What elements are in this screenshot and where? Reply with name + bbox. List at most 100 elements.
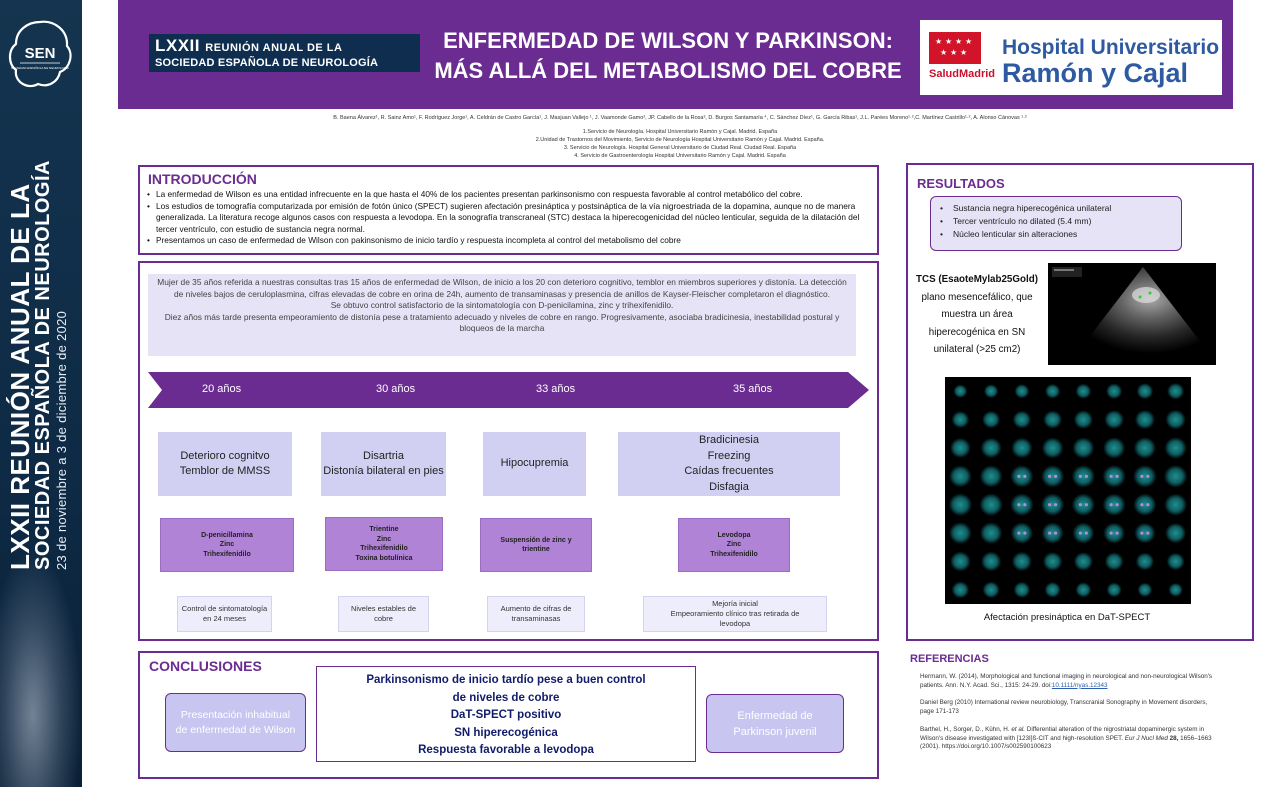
salud-madrid: SaludMadrid [929,68,996,80]
stage-line: Temblor de MMSS [179,465,271,477]
spect-uptake-spot [1054,503,1058,507]
spect-slice [1137,582,1153,598]
spect-uptake-spot [1140,474,1144,478]
intro-item: Los estudios de tomografía computarizada… [146,201,876,236]
spect-slice [979,522,1003,544]
conclusion-line: de niveles de cobre [452,691,560,704]
outcome-box: Control de sintomatología en 24 meses [177,596,272,632]
spect-uptake-spot [1054,531,1058,535]
hospital-logo: ★ ★ ★ ★ ★ ★ ★ SaludMadrid Hospital Unive… [920,20,1222,95]
finding-item: Tercer ventrículo no dilated (5.4 mm) [937,215,1175,228]
ref-journal: Eur J Nucl Med [1124,734,1168,742]
ref-text: Differential alteration of the nigrostri… [920,725,1205,742]
spect-slice [1103,522,1125,544]
treatment-line: Zinc [376,535,392,543]
treatment-line: Zinc [726,541,742,549]
spect-slice [1102,493,1126,516]
stage-line: Deterioro cognitvo [180,449,270,462]
spect-slice [1071,493,1095,516]
tcs-text: plano mesencefálico, que muestra un área… [921,291,1033,356]
spect-slice [1072,522,1095,544]
side-line1: LXXII REUNIÓN ANUAL DE LA [5,183,35,570]
logo-text: SEN [25,45,56,62]
spect-uptake-spot [1078,503,1082,507]
spect-slice [1103,437,1126,459]
tcs-bold: TCS (EsaoteMylab25Gold) [916,274,1038,285]
conclusion-line: SN hiperecogénica [454,726,558,739]
spect-slice [1073,552,1093,571]
stage-line: Disartria [363,449,404,462]
references-list: Hermann, W. (2014), Morphological and fu… [920,673,1220,761]
spect-slice [1133,437,1156,459]
intro-item: Presentamos un caso de enfermedad de Wil… [146,235,876,247]
spect-uptake-spot [1054,474,1058,478]
case-panel: Mujer de 35 años referida a nuestras con… [138,261,879,641]
spect-slice [1010,465,1034,488]
spect-uptake-spot [1109,503,1113,507]
stage-line: Bradicinesia [699,434,759,446]
treatment-line: Levodopa [717,531,751,539]
side-banner: SEN SOCIEDAD ESPAÑOLA DE NEUROLOGÍA LXXI… [0,0,82,787]
title-line1: ENFERMEDAD DE WILSON Y PARKINSON: [443,28,893,53]
spect-uptake-spot [1023,531,1027,535]
treatment-line: Suspensión de zinc y trientine [500,536,572,554]
spect-uptake-spot [1017,474,1021,478]
spect-slice [1042,551,1063,571]
side-vertical-text: LXXII REUNIÓN ANUAL DE LA SOCIEDAD ESPAÑ… [5,160,70,570]
side-line2: SOCIEDAD ESPAÑOLA DE NEUROLOGÍA [32,160,54,570]
affiliation: 1.Servicio de Neurología. Hospital Unive… [582,129,778,135]
spect-slice [1041,465,1065,488]
outcome-box: Niveles estables de cobre [338,596,429,632]
timeline-label: 20 años [202,383,242,395]
spect-uptake-spot [1048,474,1052,478]
spect-uptake-spot [1023,474,1027,478]
reference-item: Daniel Berg (2010) International review … [920,699,1208,716]
spect-slice [1164,493,1188,516]
side-line3: 23 de noviembre a 3 de diciembre de 2020 [54,310,69,570]
treatment-line: Trihexifenidilo [360,545,408,552]
spect-slice [1075,383,1092,399]
treatment-line: Trientine [369,526,399,533]
spect-slice [1041,493,1065,516]
finding-item: Sustancia negra hiperecogénica unilatera… [937,202,1175,215]
spect-slice [1164,437,1187,459]
spect-slice [950,437,971,458]
timeline-label: 30 años [376,383,416,395]
stage-line: Freezing [707,449,751,462]
stage-box: Hipocupremia [483,432,586,496]
spect-slice [1106,582,1122,598]
ref-doi-link[interactable]: 10.1111/nyas.12343 [1051,681,1108,689]
spect-slice [1043,410,1063,429]
ref-volume: 28, [1167,734,1179,742]
meeting-line1: REUNIÓN ANUAL DE LA [205,42,343,54]
conclusion-right: Enfermedad de Parkinson juvenil [706,694,844,753]
spect-slice [1134,409,1155,430]
spect-uptake-spot [1109,531,1113,535]
spect-uptake-spot [1048,531,1052,535]
reference-item: Hermann, W. (2014), Morphological and fu… [920,673,1220,690]
spect-slice [982,581,1000,599]
spect-slice [1075,582,1092,598]
stage-line: Caídas frecuentes [684,465,774,477]
spect-slice [1013,581,1031,598]
spect-caption: Afectación presináptica en DaT-SPECT [983,612,1151,623]
spect-slice [1045,383,1061,399]
treatment-box: Suspensión de zinc y trientine [480,518,592,572]
spect-slice [1011,551,1032,572]
spect-uptake-spot [1078,474,1082,478]
outcome-line: Control de sintomatología en 24 meses [181,604,268,623]
timeline-arrow: 20 años 30 años 33 años 35 años [148,372,870,408]
conclusion-left-text: Presentación inhabitual de enfermedad de… [175,708,296,736]
conclusion-line: Parkinsonismo de inicio tardío pese a bu… [366,674,646,686]
hospital-name-line1: Hospital Universitario [1002,36,1220,59]
intro-title: INTRODUCCIÓN [148,171,257,187]
spect-uptake-spot [1146,531,1150,535]
conclusion-right-text: Enfermedad de Parkinson juvenil [733,709,817,738]
